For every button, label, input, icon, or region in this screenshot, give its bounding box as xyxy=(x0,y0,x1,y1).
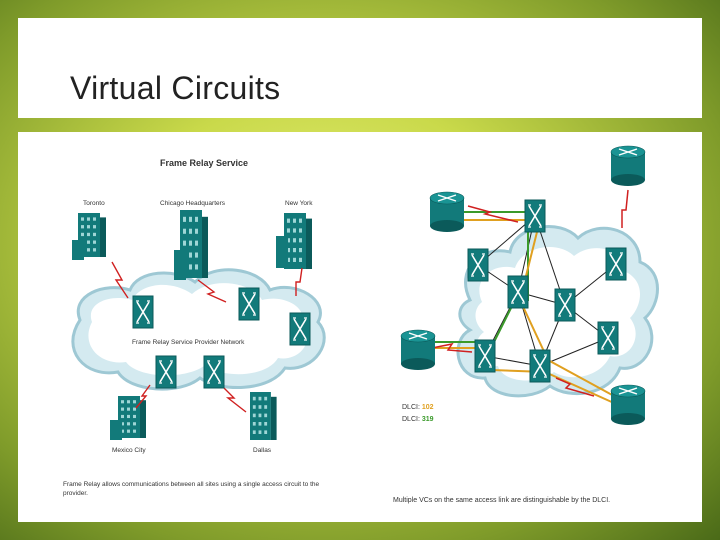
left-switch-2 xyxy=(238,287,260,321)
new-york-building xyxy=(276,213,312,269)
legend-item-2: DLCI: 319 xyxy=(402,416,434,423)
mexico-city-label: Mexico City xyxy=(112,447,146,454)
left-caption: Frame Relay allows communications betwee… xyxy=(63,481,320,497)
new-york-label: New York xyxy=(285,200,313,207)
chicago-label: Chicago Headquarters xyxy=(160,200,226,207)
dallas-building xyxy=(250,392,277,440)
router-top-right xyxy=(610,145,646,187)
right-access-links xyxy=(431,189,629,397)
right-switch-2 xyxy=(467,248,489,282)
slide-title: Virtual Circuits xyxy=(70,70,281,106)
router-left xyxy=(400,329,436,371)
right-switch-5 xyxy=(605,247,627,281)
left-access-links xyxy=(111,261,303,413)
left-switch-4 xyxy=(155,355,177,389)
toronto-building xyxy=(72,213,106,260)
router-bottom-right xyxy=(610,384,646,426)
right-switch-6 xyxy=(597,321,619,355)
mexico-city-building xyxy=(110,396,146,440)
left-switch-5 xyxy=(203,355,225,389)
left-figure: Frame Relay Service Frame Relay Service … xyxy=(63,158,326,497)
cloud-label: Frame Relay Service Provider Network xyxy=(132,339,245,346)
left-switch-3 xyxy=(289,312,311,346)
left-heading: Frame Relay Service xyxy=(160,158,248,168)
right-switch-3 xyxy=(507,275,529,309)
right-switch-1 xyxy=(524,199,546,233)
right-figure: DLCI: 102 DLCI: 319 Multiple VCs on the … xyxy=(393,145,659,504)
right-switch-4 xyxy=(554,288,576,322)
left-switch-1 xyxy=(132,295,154,329)
right-switch-8 xyxy=(529,349,551,383)
toronto-label: Toronto xyxy=(83,200,105,207)
legend-item-1: DLCI: 102 xyxy=(402,404,434,411)
title-panel: Virtual Circuits xyxy=(18,18,702,118)
chicago-building xyxy=(174,210,208,280)
router-top-left xyxy=(429,191,465,233)
right-caption: Multiple VCs on the same access link are… xyxy=(393,497,610,504)
dallas-label: Dallas xyxy=(253,447,272,454)
right-switch-7 xyxy=(474,339,496,373)
